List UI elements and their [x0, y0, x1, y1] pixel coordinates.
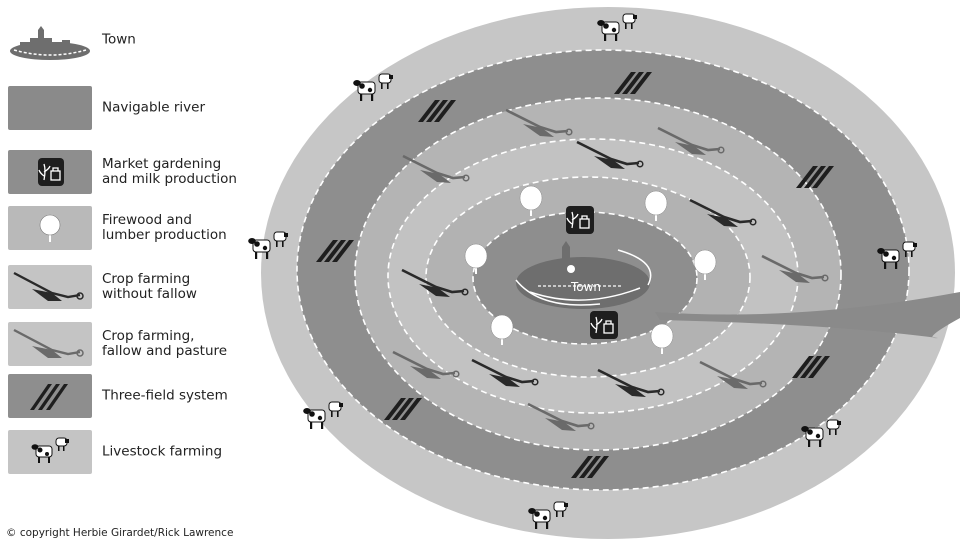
- legend-label-crop-fallow: Crop farming, fallow and pasture: [102, 328, 228, 359]
- town-label: Town: [570, 280, 601, 294]
- legend-label-market: Market gardening and milk production: [102, 156, 237, 187]
- legend-item-crop-fallow: Crop farming, fallow and pasture: [8, 322, 270, 366]
- legend-label-town: Town: [102, 31, 136, 48]
- river-swatch: [8, 86, 92, 130]
- tree-icon: [8, 206, 92, 250]
- livestock-icon: [8, 430, 92, 474]
- plough-icon: [8, 265, 92, 309]
- legend-item-market: Market gardening and milk production: [8, 150, 270, 194]
- legend-item-crop: Crop farming without fallow: [8, 265, 270, 309]
- zone-boundaries: [296, 49, 910, 491]
- legend-item-river: Navigable river: [8, 86, 270, 130]
- town: Town: [515, 241, 652, 309]
- legend-label-livestock: Livestock farming: [102, 443, 223, 460]
- three-field-icon: [8, 374, 92, 418]
- river: [655, 292, 960, 339]
- copyright-notice: © copyright Herbie Girardet/Rick Lawrenc…: [6, 527, 234, 539]
- legend: Town Navigable river Market gardening an…: [0, 0, 270, 543]
- legend-label-crop: Crop farming without fallow: [102, 271, 197, 302]
- legend-label-firewood: Firewood and lumber production: [102, 212, 227, 243]
- legend-item-livestock: Livestock farming: [8, 430, 270, 474]
- town-icon: [8, 18, 92, 62]
- legend-item-town: Town: [8, 18, 270, 62]
- legend-item-three-field: Three-field system: [8, 374, 270, 418]
- market-garden-icon: [8, 150, 92, 194]
- market-garden-icon: [589, 310, 619, 340]
- market-garden-icon: [565, 205, 595, 235]
- legend-label-river: Navigable river: [102, 99, 206, 116]
- plough-fallow-icon: [8, 322, 92, 366]
- legend-label-three-field: Three-field system: [102, 387, 228, 404]
- legend-item-firewood: Firewood and lumber production: [8, 206, 270, 250]
